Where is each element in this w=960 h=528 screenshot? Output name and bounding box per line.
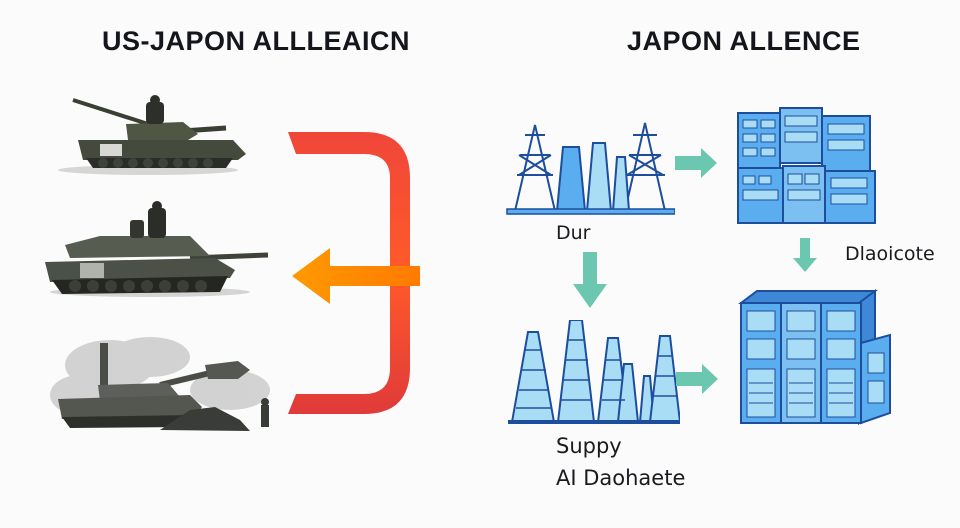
right-panel-title: JAPON ALLENCE (627, 26, 861, 56)
tank-with-crew-image (48, 88, 248, 178)
tank-in-smoke-image (40, 335, 280, 435)
arrow-right-icon (676, 364, 720, 394)
arrow-down-icon (793, 238, 817, 272)
data-center-label: Dlaoicote (845, 243, 935, 265)
left-panel-title: US-JAPON ALLLEAICN (102, 26, 411, 56)
power-plant-icon (500, 320, 680, 430)
power-tower-icon (505, 115, 675, 215)
arrow-right-icon (675, 148, 719, 178)
power-tower-label: Dur (556, 222, 591, 244)
alliance-bracket-arrow (282, 128, 427, 423)
server-rack-icon (735, 283, 895, 433)
supply-label: Suppy (556, 434, 622, 458)
ai-database-label: AI Daohaete (556, 466, 686, 490)
tank-with-soldiers-image (40, 200, 270, 300)
arrow-down-icon (573, 252, 607, 308)
data-center-icon (733, 98, 888, 228)
